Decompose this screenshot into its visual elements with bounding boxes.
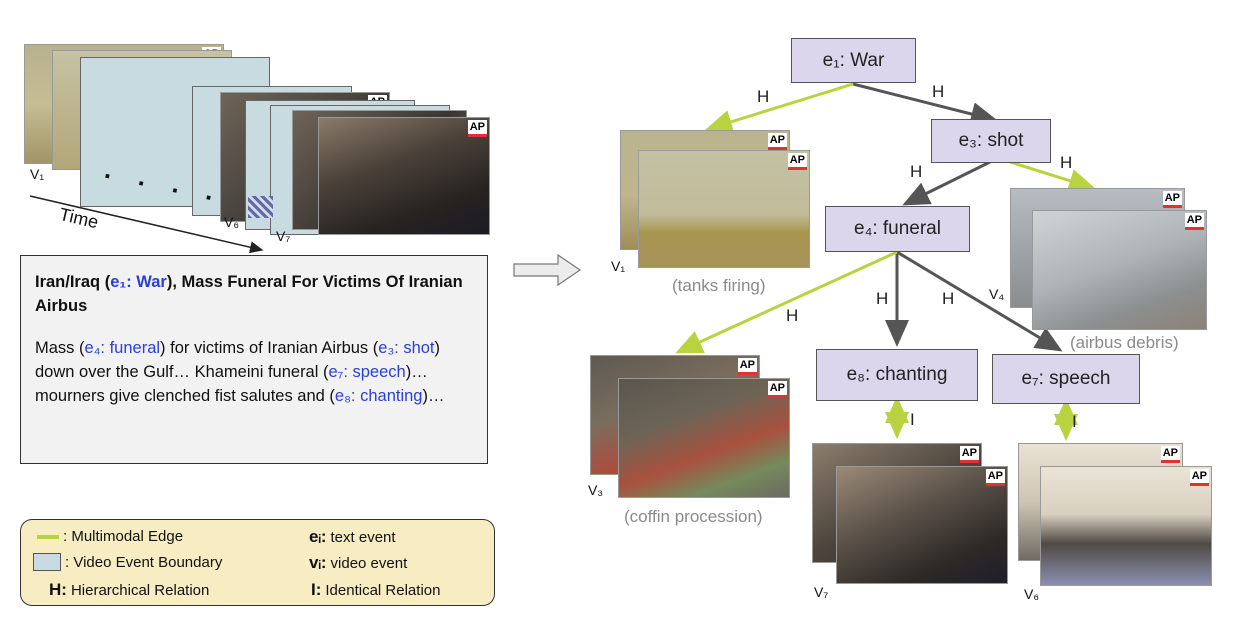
video-v3-front: AP — [618, 378, 790, 498]
video-v4-front: AP — [1032, 210, 1207, 330]
video-label-v6: V₆ — [224, 214, 239, 230]
event-e7-mention: e₇: speech — [328, 363, 406, 381]
event-e8-mention: e₈: chanting — [334, 387, 423, 405]
ap-logo: AP — [787, 153, 807, 170]
video-label-v1: V₁ — [30, 166, 45, 182]
edge-e4-v3 — [675, 250, 898, 354]
edge-e3-e4 — [902, 160, 991, 206]
legend-hierarchical: H: Hierarchical Relation — [49, 580, 210, 599]
legend-video-event: vᵢ: video event — [309, 553, 408, 572]
edge-label-h-e3-v4: H — [1060, 153, 1073, 172]
legend-multimodal-edge: : Multimodal Edge — [37, 528, 183, 545]
article-body: Mass (e₄: funeral) for victims of Irania… — [35, 339, 445, 405]
transition-arrow — [513, 253, 582, 287]
ap-logo: AP — [959, 446, 979, 463]
edge-label-i-e7-v6: I — [1072, 412, 1077, 431]
flag-stripes — [248, 196, 273, 218]
video-label-v6-tree: V₆ — [1024, 586, 1039, 602]
edge-e4-e7 — [896, 250, 1063, 352]
event-e1-mention: e₁: War — [110, 273, 167, 291]
multimodal-edge-swatch — [37, 534, 59, 539]
legend-identical: I: Identical Relation — [311, 580, 441, 599]
ap-logo: AP — [767, 133, 787, 150]
event-e4-mention: e₄: funeral — [84, 339, 161, 357]
event-node-e4: e₄: funeral — [825, 206, 970, 252]
event-node-e3: e₃: shot — [931, 119, 1051, 163]
edge-label-h-e4-v3: H — [786, 306, 799, 325]
legend-text-event: eᵢ: text event — [309, 527, 396, 546]
ap-logo: AP — [467, 120, 487, 137]
edge-label-h-e1-e3: H — [932, 82, 945, 101]
ap-logo: AP — [1160, 446, 1180, 463]
edge-label-h-e4-e8: H — [876, 289, 889, 308]
edge-e3-v4 — [1009, 160, 1096, 193]
edge-e1-e3 — [852, 82, 998, 126]
ap-logo: AP — [767, 381, 787, 398]
video-label-v7: V₇ — [276, 228, 291, 244]
article-headline: Iran/Iraq (e₁: War), Mass Funeral For Vi… — [35, 273, 463, 315]
caption-v1: (tanks firing) — [672, 276, 766, 295]
video-label-v3: V₃ — [588, 482, 604, 498]
edge-label-h-e1-v1: H — [757, 87, 770, 106]
ap-logo: AP — [1184, 213, 1204, 230]
article-box: Iran/Iraq (e₁: War), Mass Funeral For Vi… — [20, 255, 488, 464]
video-v6-front: AP — [1040, 466, 1212, 586]
event-node-e7: e₇: speech — [992, 354, 1140, 404]
video-label-v1-tree: V₁ — [611, 258, 626, 274]
event-node-e8: e₈: chanting — [816, 349, 978, 401]
legend-video-event-boundary: : Video Event Boundary — [33, 553, 222, 571]
video-label-v4: V₄ — [989, 286, 1005, 302]
event-e3-mention: e₃: shot — [378, 339, 435, 357]
event-node-e1: e₁: War — [791, 38, 916, 83]
caption-v4: (airbus debris) — [1070, 333, 1179, 352]
video-boundary-swatch — [33, 553, 61, 571]
caption-v3: (coffin procession) — [624, 507, 763, 526]
ap-logo: AP — [737, 358, 757, 375]
ap-logo: AP — [1189, 469, 1209, 486]
video-frame-crowd-front: AP — [318, 117, 490, 235]
edge-e1-v1 — [705, 82, 854, 134]
legend: : Multimodal Edge : Video Event Boundary… — [20, 519, 495, 606]
video-label-v7-tree: V₇ — [814, 584, 829, 600]
ap-logo: AP — [985, 469, 1005, 486]
edge-label-h-e4-e7: H — [942, 289, 955, 308]
ap-logo: AP — [1162, 191, 1182, 208]
time-arrow — [29, 195, 264, 254]
edge-label-i-e8-v7: I — [910, 410, 915, 429]
video-v7-front: AP — [836, 466, 1008, 584]
edge-label-h-e3-e4: H — [910, 162, 923, 181]
video-v1-front: AP — [638, 150, 810, 268]
